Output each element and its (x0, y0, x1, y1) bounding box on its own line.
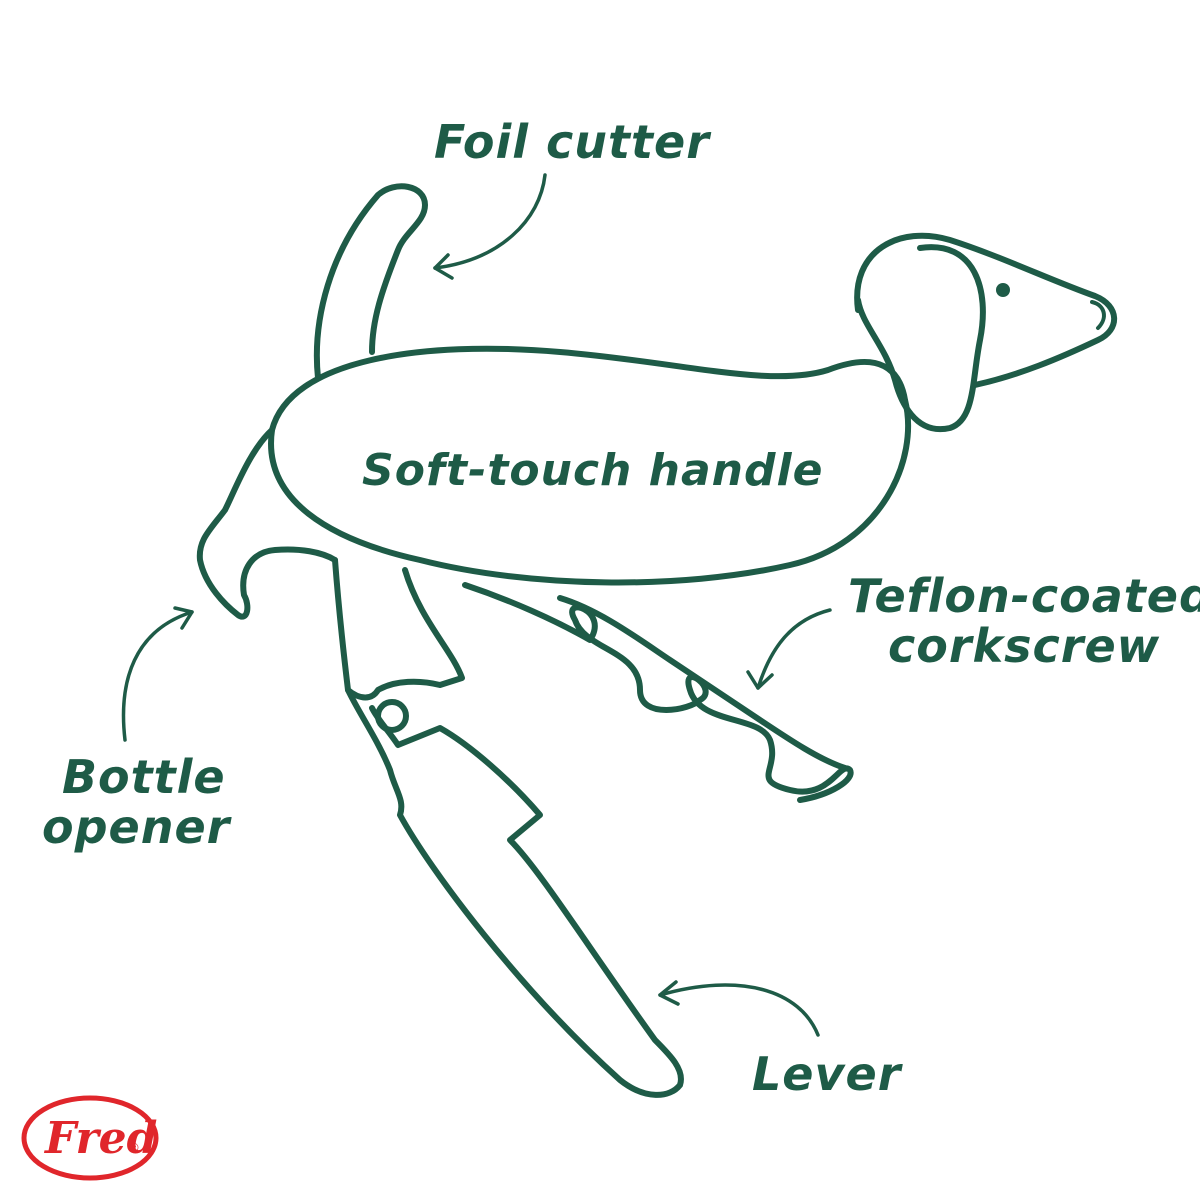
label-foil-cutter: Foil cutter (434, 115, 712, 169)
fred-logo: Fred ® (21, 1095, 159, 1181)
dog-head (854, 232, 1118, 433)
arrow-bottle-opener (121, 606, 194, 742)
arrow-foil-cutter (433, 173, 547, 280)
label-handle: Soft-touch handle (362, 445, 823, 496)
arrow-corkscrew (746, 608, 832, 690)
handle-body (268, 345, 912, 586)
label-corkscrew-line1: Teflon-coated (848, 569, 1200, 623)
label-bottle-opener-line1: Bottle (62, 750, 226, 804)
label-bottle-opener-line2: opener (42, 800, 233, 854)
fred-logo-text: Fred (43, 1113, 157, 1164)
foil-cutter-part (313, 183, 428, 381)
bottle-opener-part (196, 427, 338, 620)
label-lever: Lever (752, 1047, 904, 1101)
dog-eye (996, 283, 1010, 297)
label-corkscrew-line2: corkscrew (888, 619, 1160, 673)
corkscrew-part (462, 582, 854, 803)
lever-part (332, 557, 684, 1098)
arrow-lever (658, 980, 820, 1037)
registered-mark: ® (128, 1141, 140, 1155)
